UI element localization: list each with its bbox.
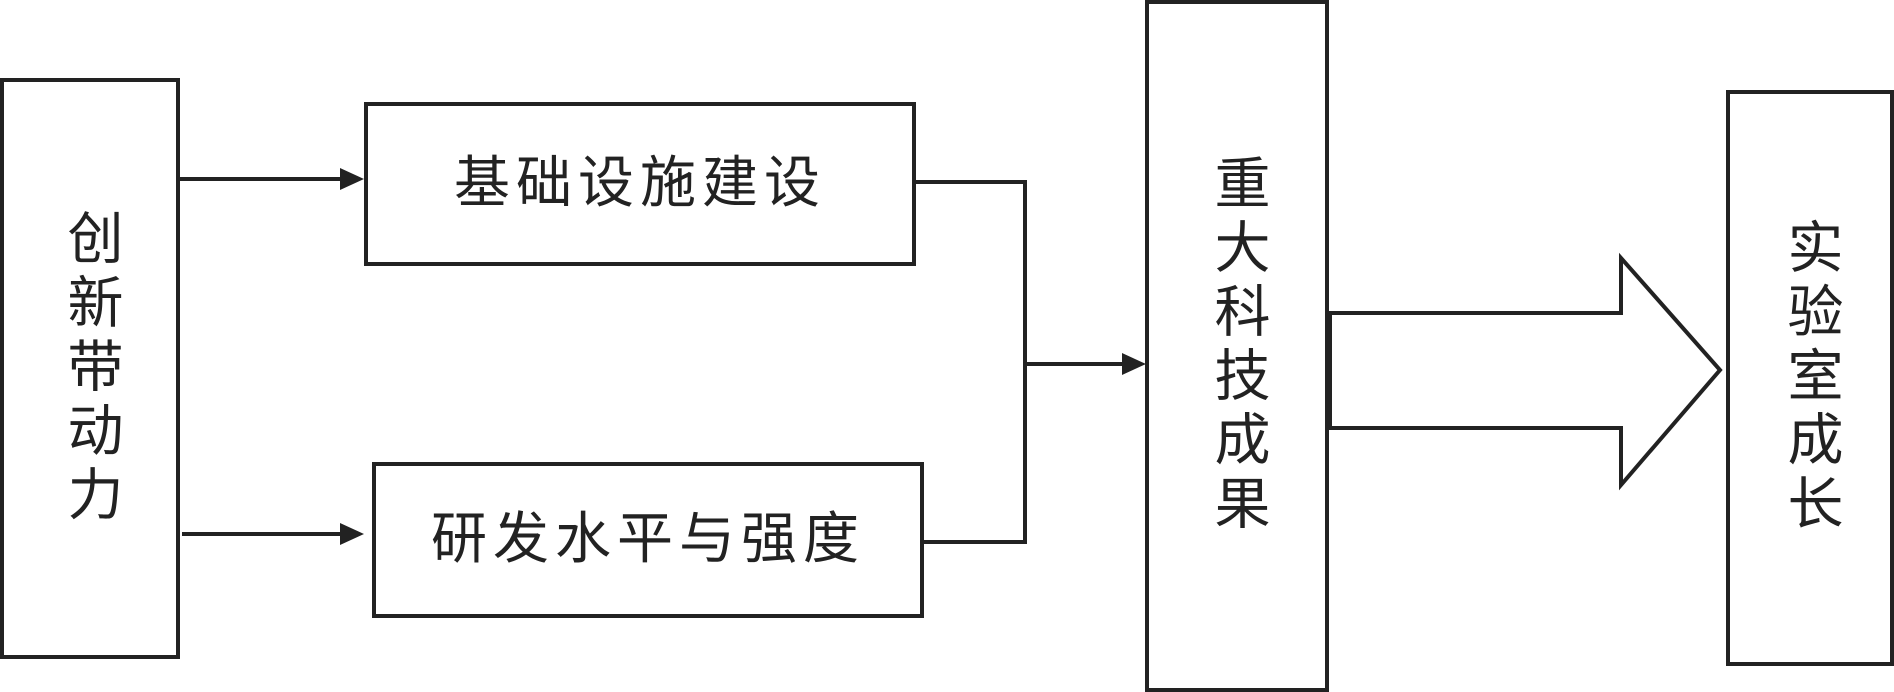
major-achievements-box: [1145, 0, 1329, 692]
infrastructure-label: 基础设施建设: [454, 151, 826, 216]
arrowhead-infrastructure: [340, 168, 364, 190]
innovation-drive-label: 创新带动力: [58, 208, 123, 529]
lab-growth-label: 实验室成长: [1778, 218, 1843, 538]
rd-level-label: 研发水平与强度: [431, 507, 865, 572]
lab-growth-box: [1726, 90, 1894, 666]
big-block-arrow: [1328, 252, 1723, 491]
major-achievements-label: 重大科技成果: [1205, 154, 1270, 538]
arrowhead-rd-level: [340, 523, 364, 545]
connector-rd-level: [922, 364, 1027, 544]
infrastructure-box: [364, 102, 916, 266]
arrowhead-achievements: [1122, 353, 1146, 375]
rd-level-box: [372, 462, 924, 618]
connector-infrastructure: [914, 180, 1027, 364]
innovation-drive-box: [0, 78, 180, 659]
